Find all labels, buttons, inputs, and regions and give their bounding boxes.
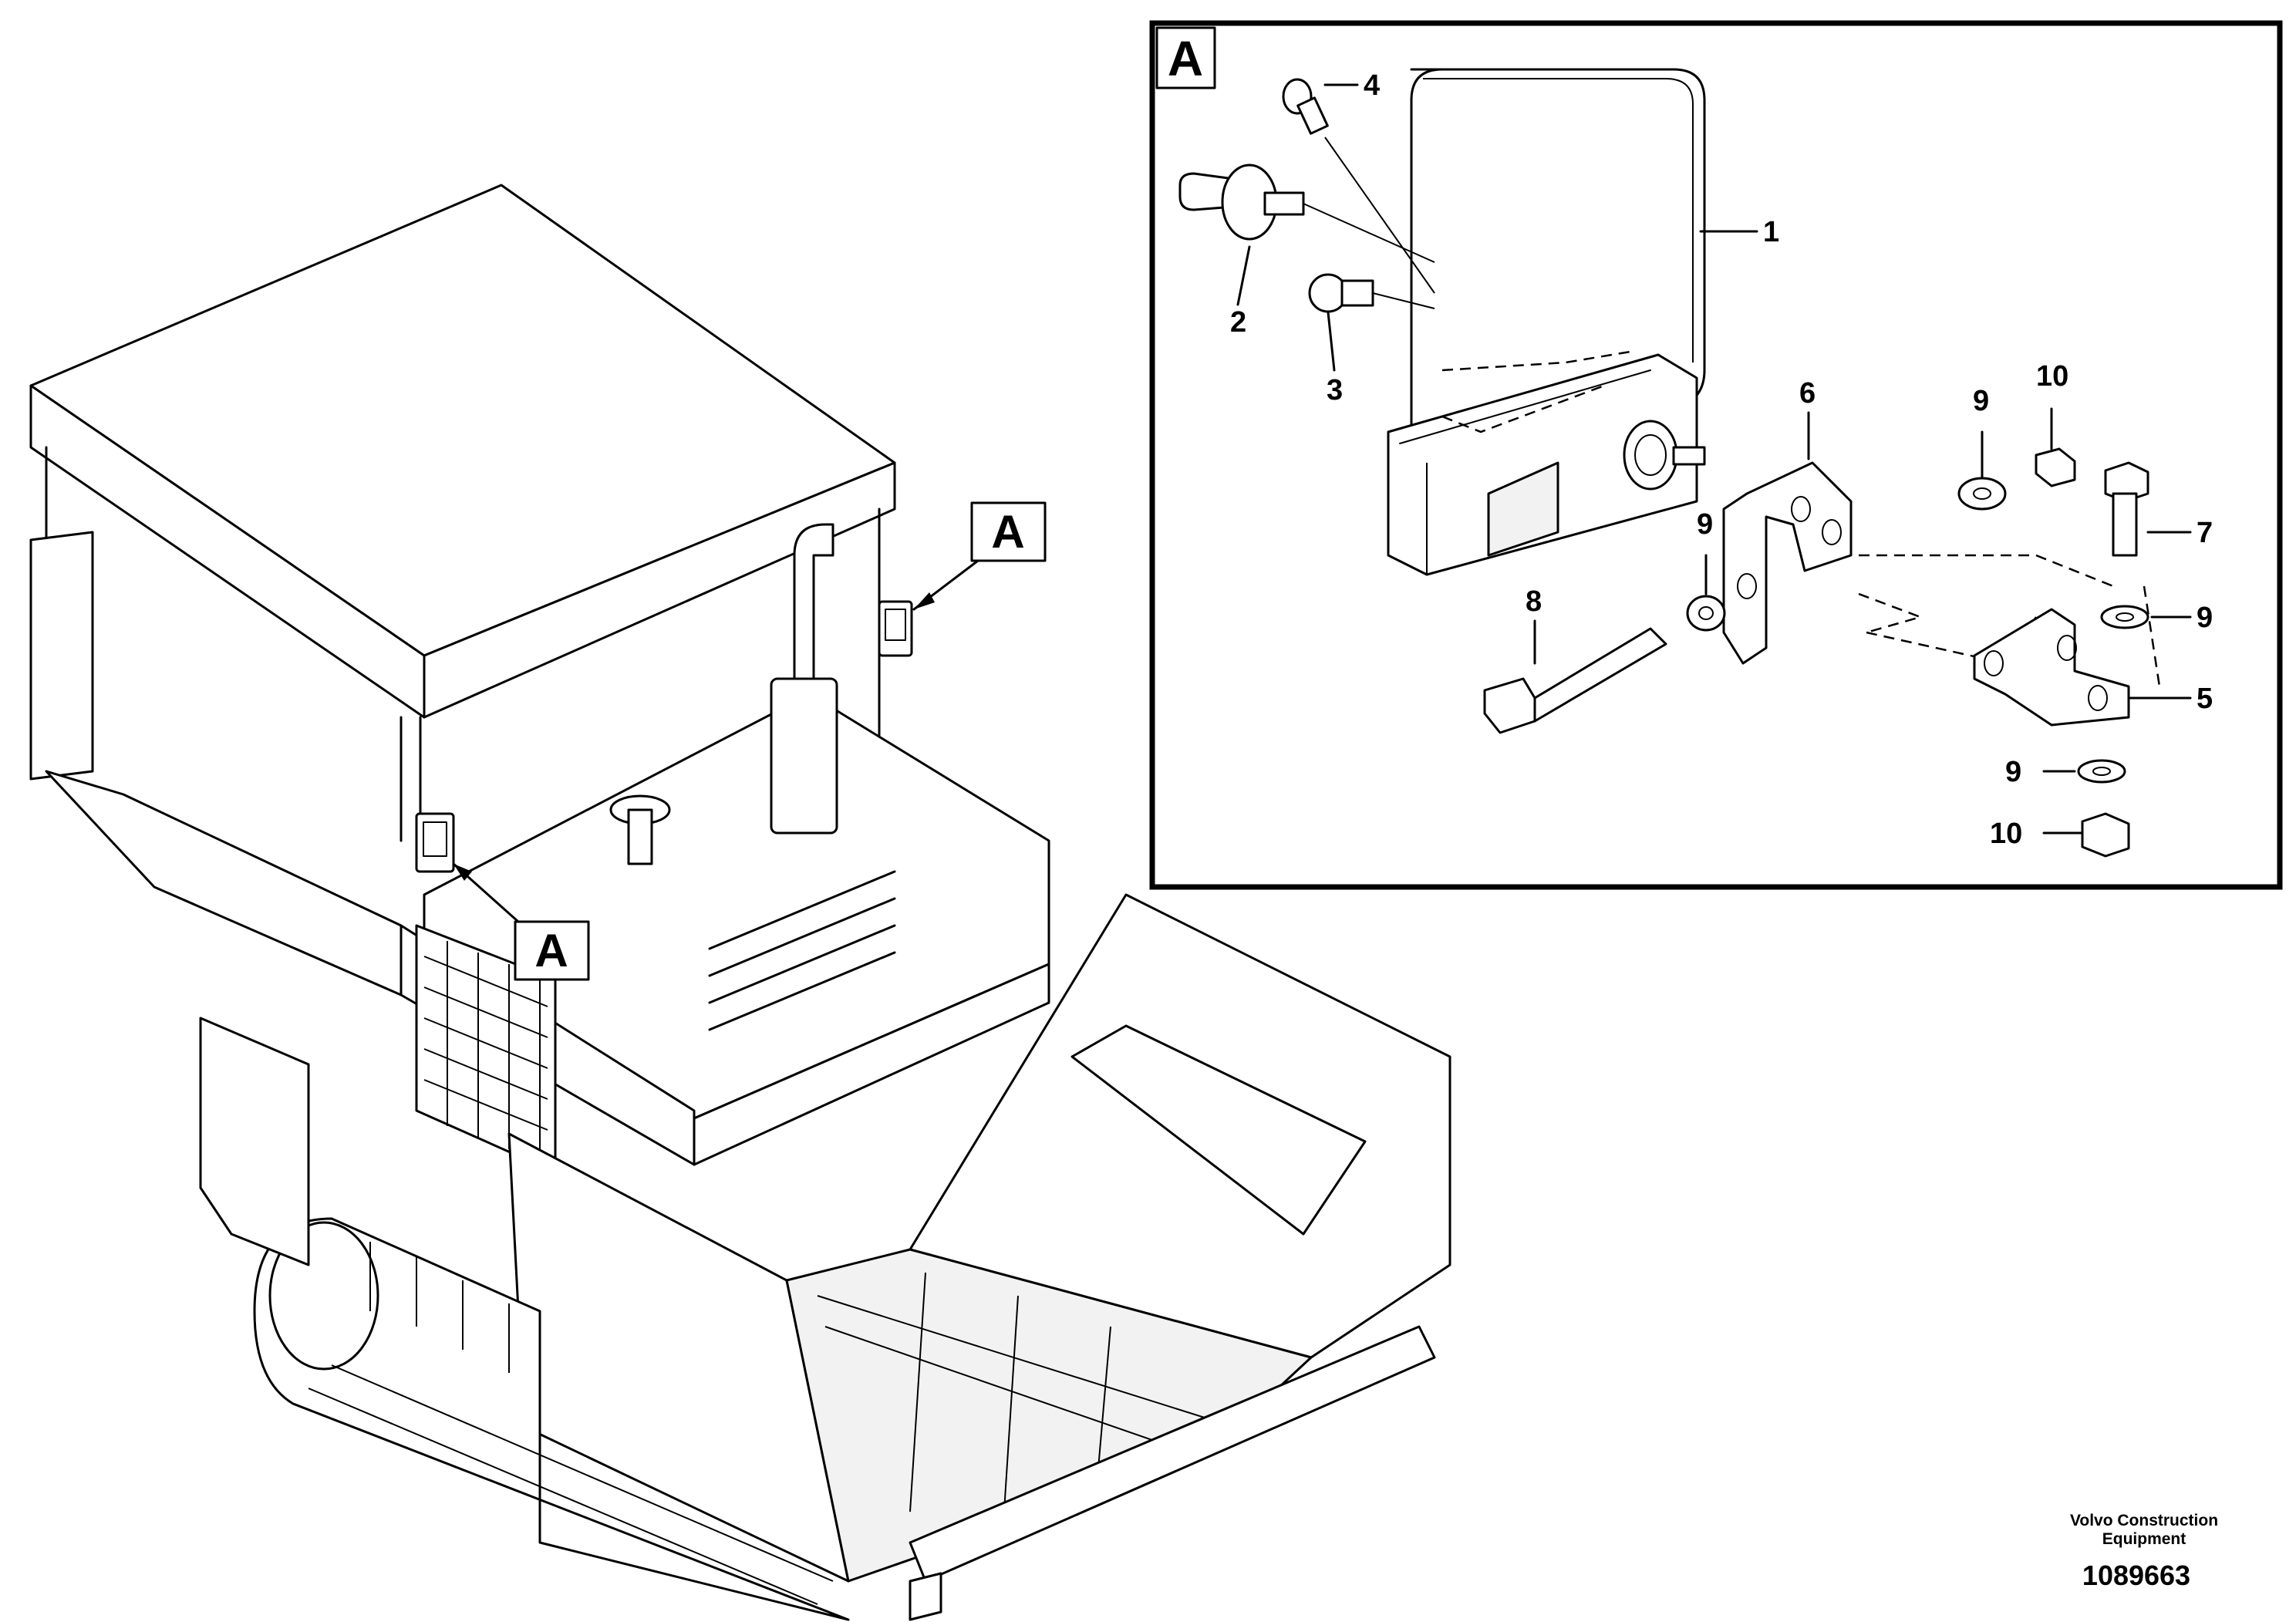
location-tag-upper: A — [912, 501, 1047, 611]
callout-9-left: 9 — [1697, 508, 1713, 541]
callout-9-upper: 9 — [1973, 385, 1989, 417]
engine-louvres — [708, 870, 896, 1031]
brand-line-2: Equipment — [2102, 1530, 2186, 1548]
leader-lines — [1236, 83, 2192, 835]
paver-machine-drawing — [29, 184, 1451, 1621]
document-number: 1089663 — [2082, 1560, 2190, 1591]
callout-7: 7 — [2197, 517, 2213, 549]
detail-letter-box — [1155, 26, 1216, 89]
bulb-4 — [1282, 78, 1435, 294]
nut-lower — [2081, 812, 2130, 858]
callout-9-right: 9 — [2197, 602, 2213, 634]
location-tag-lower: A — [452, 862, 590, 981]
washer-upper — [1957, 477, 2007, 511]
detail-letter: A — [1168, 31, 1203, 86]
callout-3: 3 — [1327, 374, 1343, 406]
callout-4: 4 — [1364, 69, 1380, 102]
long-bolt — [1483, 627, 1667, 734]
nut-upper — [2035, 447, 2076, 487]
callout-2: 2 — [1230, 306, 1246, 339]
detail-frame — [1149, 20, 2283, 890]
bolt — [2104, 461, 2149, 557]
washer-right — [2100, 605, 2149, 629]
grille-mesh — [423, 941, 548, 1161]
callout-9-bottom: 9 — [2005, 756, 2021, 788]
detail-view-a: A — [1149, 20, 2283, 890]
washer-bottom — [2077, 759, 2126, 784]
callout-6: 6 — [1799, 377, 1816, 410]
track-pads — [308, 1242, 834, 1605]
callout-10-upper: 10 — [2036, 360, 2068, 393]
location-tag-upper-letter: A — [991, 506, 1024, 558]
callout-1: 1 — [1763, 216, 1779, 248]
bulb-3 — [1308, 273, 1435, 313]
footer: Volvo Construction Equipment 1089663 — [2070, 1512, 2218, 1591]
callout-5: 5 — [2197, 683, 2213, 715]
callout-8: 8 — [1526, 585, 1542, 618]
lamp-housing — [1387, 68, 1706, 576]
washer-left — [1686, 595, 1726, 632]
location-tag-lower-letter: A — [534, 925, 568, 976]
conveyor-slats — [817, 1272, 1235, 1536]
brand-line-1: Volvo Construction — [2070, 1512, 2218, 1529]
callout-10-lower: 10 — [1990, 818, 2022, 850]
halogen-bulb — [1178, 164, 1435, 263]
lower-bracket — [1973, 608, 2130, 727]
